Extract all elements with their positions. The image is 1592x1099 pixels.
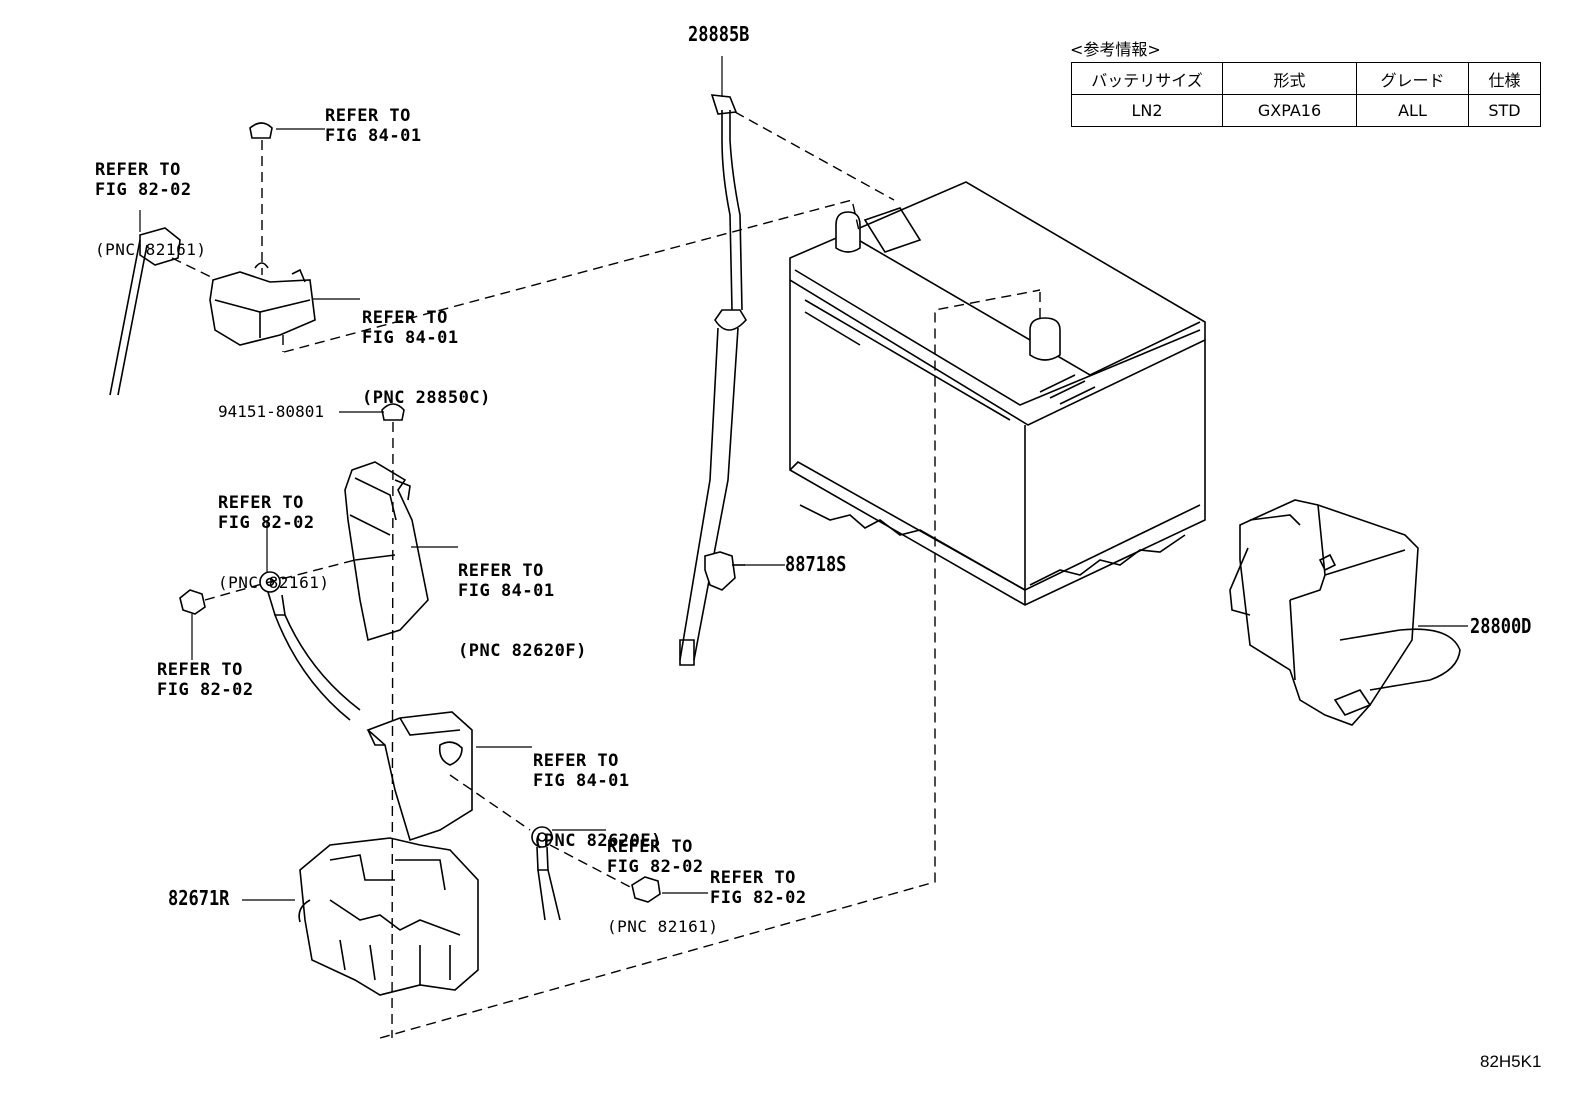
pnc-28850C: (PNC 28850C): [362, 388, 491, 408]
relay-block-illustration: [298, 837, 479, 996]
leader-lines: [139, 56, 1468, 901]
info-value-cell: LN2: [1071, 94, 1223, 127]
info-value-cell: STD: [1468, 94, 1541, 127]
ref-fig-84-01-top[interactable]: REFER TO FIG 84-01: [325, 106, 422, 146]
ref-text: REFER TO FIG 84-01: [533, 751, 630, 791]
ref-fig-84-01-28850C[interactable]: REFER TO FIG 84-01 (PNC 28850C): [362, 268, 491, 428]
info-header-row: バッテリサイズ 形式 グレード 仕様: [1071, 62, 1541, 95]
terminal-cover-e-illustration: [366, 711, 473, 842]
dashed-assembly-lines: [171, 111, 1041, 1039]
pnc-82620E: (PNC 82620E): [533, 831, 662, 851]
nut-mid-illustration: [179, 589, 206, 615]
pnc-82161: (PNC 82161): [95, 240, 207, 259]
ref-fig-82-02-mid[interactable]: REFER TO FIG 82-02 (PNC 82161): [218, 453, 329, 613]
part-82671R[interactable]: 82671R: [168, 886, 230, 910]
part-88718S[interactable]: 88718S: [785, 552, 847, 576]
terminal-connector-illustration: [109, 122, 316, 396]
info-value-row: LN2 GXPA16 ALL STD: [1071, 94, 1541, 127]
info-header-cell: バッテリサイズ: [1071, 62, 1223, 95]
pnc-82161: (PNC 82161): [607, 917, 719, 936]
ref-text: REFER TO FIG 82-02: [607, 837, 704, 877]
part-28885B[interactable]: 28885B: [688, 22, 750, 46]
pnc-82620F: (PNC 82620F): [458, 641, 587, 661]
part-28800D[interactable]: 28800D: [1470, 614, 1532, 638]
ref-fig-84-01-82620E[interactable]: REFER TO FIG 84-01 (PNC 82620E): [533, 711, 662, 871]
ref-fig-82-02-topleft[interactable]: REFER TO FIG 82-02 (PNC 82161): [95, 120, 206, 280]
diagram-id: 82H5K1: [1480, 1052, 1542, 1071]
ref-text: REFER TO FIG 84-01: [458, 561, 555, 601]
info-table: バッテリサイズ 形式 グレード 仕様 LN2 GXPA16 ALL STD: [1071, 62, 1541, 127]
info-header-cell: 形式: [1222, 62, 1357, 95]
nut-94151-illustration: [381, 403, 405, 421]
info-header-cell: グレード: [1356, 62, 1469, 95]
cable-ring-lower-illustration: [531, 826, 561, 921]
info-value-cell: ALL: [1356, 94, 1469, 127]
ref-fig-82-02-nut-lower[interactable]: REFER TO FIG 82-02: [710, 868, 807, 908]
battery-illustration: [789, 181, 1206, 606]
ref-fig-84-01-82620F[interactable]: REFER TO FIG 84-01 (PNC 82620F): [458, 521, 587, 681]
info-caption: <参考情報>: [1070, 40, 1161, 59]
ref-text: REFER TO FIG 82-02: [218, 493, 315, 533]
ref-fig-82-02-nut[interactable]: REFER TO FIG 82-02: [157, 660, 254, 700]
ref-text: REFER TO FIG 84-01: [362, 308, 459, 348]
nut-lower-illustration: [631, 876, 661, 903]
clip-illustration: [704, 551, 745, 591]
pnc-82161: (PNC 82161): [218, 573, 330, 592]
part-94151-80801[interactable]: 94151-80801: [218, 402, 324, 421]
terminal-cover-f-illustration: [344, 461, 429, 642]
info-value-cell: GXPA16: [1222, 94, 1357, 127]
ref-text: REFER TO FIG 82-02: [95, 160, 192, 200]
battery-cover-illustration: [1229, 499, 1461, 726]
ref-fig-82-02-lower[interactable]: REFER TO FIG 82-02 (PNC 82161): [607, 797, 718, 957]
vent-hose-illustration: [679, 94, 747, 666]
info-header-cell: 仕様: [1468, 62, 1541, 95]
